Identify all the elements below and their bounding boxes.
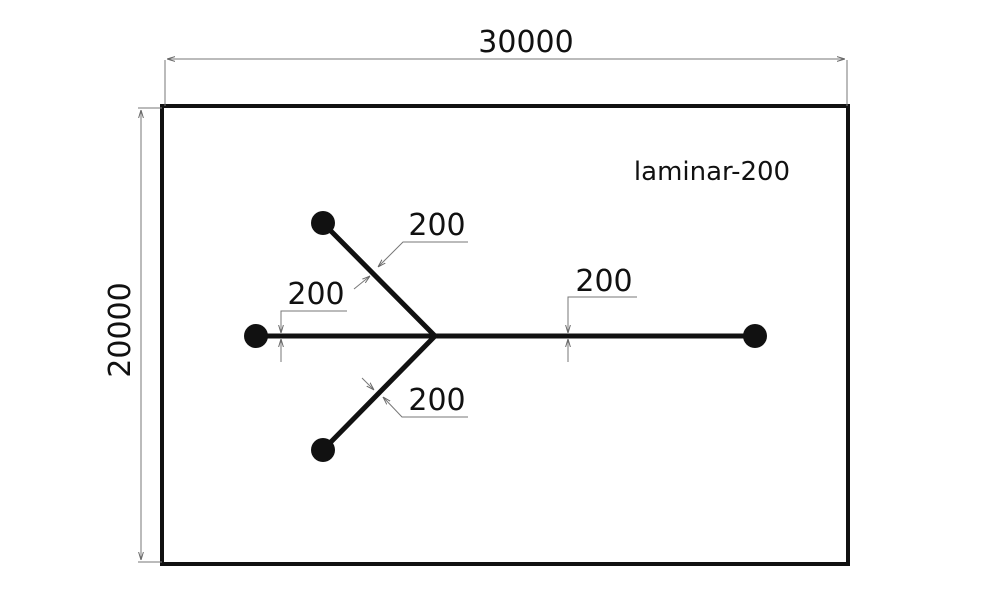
branch-lines	[253, 220, 758, 453]
width-dimension-label: 30000	[478, 25, 573, 60]
upper-thickness-label: 200	[408, 208, 465, 243]
lower-thickness-callout	[361, 377, 468, 418]
right-end-node	[743, 324, 767, 348]
height-dimension-label: 20000	[103, 282, 138, 377]
left-end-node	[244, 324, 268, 348]
lower-thickness-label: 200	[408, 383, 465, 418]
right-thickness-callout	[568, 296, 637, 362]
left-thickness-label: 200	[287, 277, 344, 312]
slab-outline	[160, 104, 850, 566]
upper-thickness-callout	[353, 241, 468, 290]
width-dimension	[164, 59, 848, 106]
right-thickness-label: 200	[575, 264, 632, 299]
upper-end-node	[311, 211, 335, 235]
left-thickness-callout	[281, 310, 347, 362]
slab-type-label: laminar-200	[634, 157, 790, 187]
lower-end-node	[311, 438, 335, 462]
lower-branch	[320, 333, 438, 453]
height-dimension	[138, 107, 162, 563]
upper-branch	[320, 220, 438, 339]
